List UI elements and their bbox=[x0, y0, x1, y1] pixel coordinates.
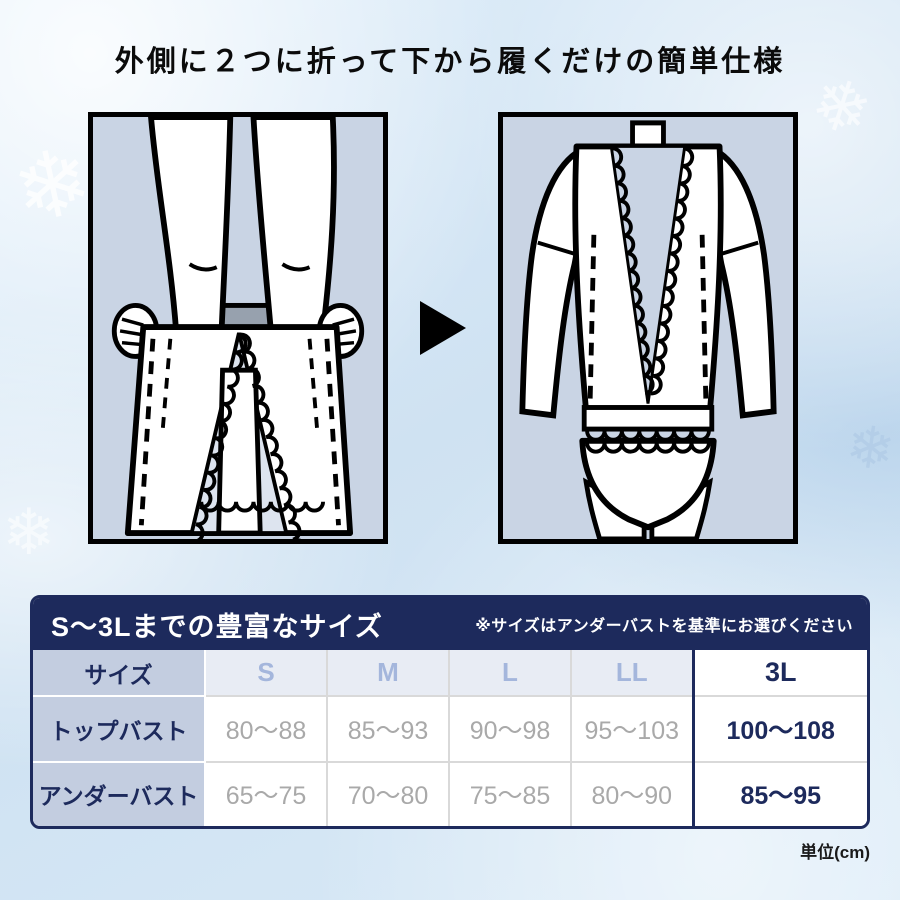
cell-under-bust-3l: 85〜95 bbox=[691, 760, 867, 826]
size-chart-card: S〜3Lまでの豊富なサイズ ※サイズはアンダーバストを基準にお選びください サイ… bbox=[30, 595, 870, 829]
step-illustration-worn bbox=[498, 112, 798, 544]
size-col-header-s: S bbox=[204, 650, 328, 697]
row-label-top-bust: トップバスト bbox=[33, 695, 206, 763]
snowflake-icon: ❄ bbox=[4, 128, 101, 244]
size-col-header-m: M bbox=[326, 650, 450, 697]
cell-under-bust-s: 65〜75 bbox=[204, 760, 328, 826]
size-col-header-ll: LL bbox=[570, 650, 694, 697]
cell-top-bust-s: 80〜88 bbox=[204, 695, 328, 763]
size-chart-header-bar: S〜3Lまでの豊富なサイズ ※サイズはアンダーバストを基準にお選びください bbox=[33, 598, 867, 650]
cell-under-bust-ll: 80〜90 bbox=[570, 760, 694, 826]
cell-under-bust-l: 75〜85 bbox=[448, 760, 572, 826]
row-label-under-bust: アンダーバスト bbox=[33, 760, 206, 826]
table-row-under-bust: アンダーバスト 65〜75 70〜80 75〜85 80〜90 85〜95 bbox=[33, 760, 867, 826]
snowflake-icon: ❄ bbox=[841, 412, 899, 485]
size-col-header-l: L bbox=[448, 650, 572, 697]
size-table-corner-label: サイズ bbox=[33, 650, 206, 697]
cell-top-bust-l: 90〜98 bbox=[448, 695, 572, 763]
size-table: サイズ S M L LL 3L トップバスト 80〜88 85〜93 90〜98… bbox=[33, 650, 867, 826]
size-chart-note: ※サイズはアンダーバストを基準にお選びください bbox=[475, 618, 853, 635]
size-col-header-3l: 3L bbox=[691, 650, 867, 697]
cell-top-bust-ll: 95〜103 bbox=[570, 695, 694, 763]
worn-view-drawing bbox=[503, 117, 793, 539]
page-title: 外側に２つに折って下から履くだけの簡単仕様 bbox=[114, 44, 786, 78]
step-illustration-fold bbox=[88, 112, 388, 544]
size-chart-heading: S〜3Lまでの豊富なサイズ bbox=[51, 611, 383, 642]
snowflake-icon: ❄ bbox=[2, 496, 56, 568]
unit-note: 単位(cm) bbox=[800, 843, 870, 862]
cell-top-bust-m: 85〜93 bbox=[326, 695, 450, 763]
fold-step-drawing bbox=[93, 117, 383, 539]
cell-under-bust-m: 70〜80 bbox=[326, 760, 450, 826]
cell-top-bust-3l: 100〜108 bbox=[691, 695, 867, 763]
arrow-right-icon bbox=[420, 301, 466, 355]
table-row-top-bust: トップバスト 80〜88 85〜93 90〜98 95〜103 100〜108 bbox=[33, 695, 867, 763]
size-table-header-row: サイズ S M L LL 3L bbox=[33, 650, 867, 697]
